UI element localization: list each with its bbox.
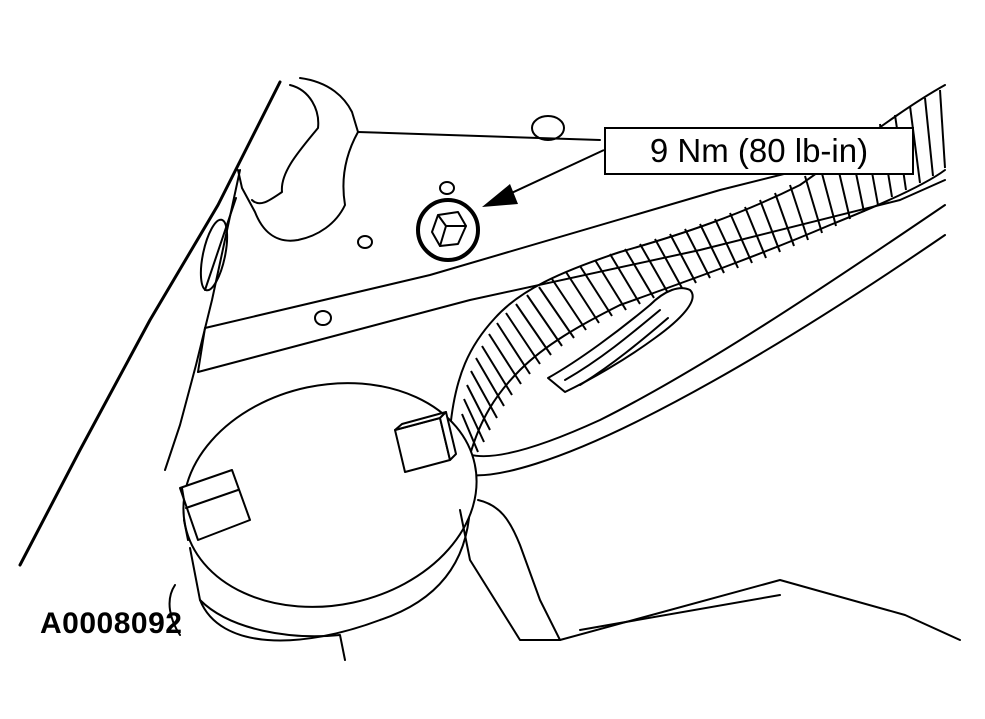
body-panel-outer-edge	[18, 80, 282, 567]
panel-rib-inner	[204, 197, 237, 291]
crossmember-upper-edge	[204, 164, 821, 329]
panel-flange	[251, 84, 320, 205]
connector-right	[394, 411, 457, 473]
module-base-bracket	[168, 509, 561, 641]
bolt-hole-small-2	[357, 235, 373, 249]
routing-bracket	[459, 204, 946, 458]
callout-arrowhead	[482, 184, 518, 207]
lower-floor-edge	[559, 579, 961, 641]
callout-leader-line	[504, 149, 605, 197]
bolt-highlight-ring	[416, 198, 480, 262]
bolt-hex-facet	[437, 214, 467, 247]
bolt-hole-large	[531, 115, 565, 141]
panel-hole-left	[199, 218, 229, 292]
lower-bracket-edge	[477, 499, 561, 641]
connector-left	[179, 469, 251, 541]
module-body-side	[189, 504, 471, 642]
bolt-hole-small-1	[439, 181, 455, 195]
harness-clip-detail	[564, 309, 669, 386]
upper-panel-edge	[357, 131, 601, 141]
crossmember-left-edge	[197, 327, 206, 373]
module-lower-edge	[199, 599, 346, 661]
crossmember-lower-edge	[197, 179, 946, 373]
torque-spec-callout: 9 Nm (80 lb-in)	[604, 127, 914, 175]
panel-rib	[164, 169, 241, 471]
lower-floor-edge-2	[579, 594, 781, 631]
figure-id-label: A0008092	[40, 607, 183, 640]
routing-bracket-lower	[469, 234, 946, 477]
bolt-hex-head	[431, 211, 467, 247]
body-panel-inner-edge	[237, 77, 359, 242]
bolt-hole-small-3	[314, 310, 332, 326]
